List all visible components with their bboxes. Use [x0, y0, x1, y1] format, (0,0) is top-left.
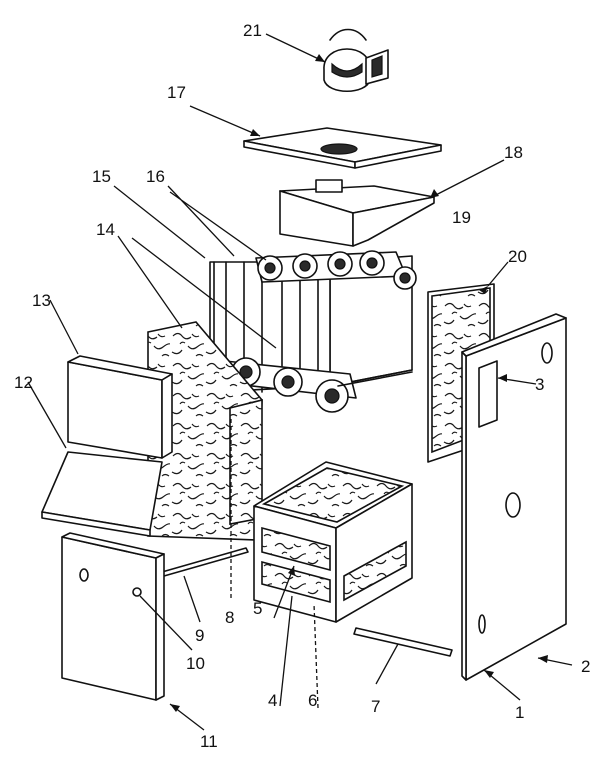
manifold-tubes-part-16	[255, 250, 417, 290]
callout-12: 12	[14, 373, 33, 392]
callout-labels: 1 2 3 4 5 6 7 8 9 10 11 12 13 14 15 16 1…	[14, 21, 590, 751]
callout-9: 9	[195, 626, 204, 645]
callout-6: 6	[308, 691, 317, 710]
burner-box-part-4	[253, 461, 413, 623]
back-insulation-panel	[147, 321, 263, 541]
callout-7: 7	[371, 697, 380, 716]
callout-8: 8	[225, 608, 234, 627]
callout-3: 3	[535, 375, 544, 394]
callout-20: 20	[508, 247, 527, 266]
rail-part-9	[161, 547, 249, 577]
top-plate-part-17	[243, 127, 442, 169]
leader-arrowheads	[170, 54, 548, 712]
callout-4: 4	[268, 691, 277, 710]
callout-16: 16	[146, 167, 165, 186]
callout-2: 2	[581, 657, 590, 676]
callout-17: 17	[167, 83, 186, 102]
leader-lines	[27, 33, 573, 731]
rail-part-7	[353, 627, 453, 657]
callout-14: 14	[96, 220, 115, 239]
upper-panel-part-13	[67, 355, 173, 459]
callout-18: 18	[504, 143, 523, 162]
callout-19: 19	[452, 208, 471, 227]
callout-10: 10	[186, 654, 205, 673]
callout-11: 11	[200, 732, 218, 751]
dome-cap-part-21	[323, 28, 389, 92]
right-door-panel-part-1	[461, 313, 567, 681]
flue-collector-part-18	[279, 179, 435, 247]
callout-21: 21	[243, 21, 262, 40]
callout-1: 1	[515, 703, 524, 722]
callout-13: 13	[32, 291, 51, 310]
callout-5: 5	[253, 599, 262, 618]
front-door-part-11	[61, 532, 165, 701]
sloped-shelf-part-12	[41, 451, 163, 537]
callout-15: 15	[92, 167, 111, 186]
